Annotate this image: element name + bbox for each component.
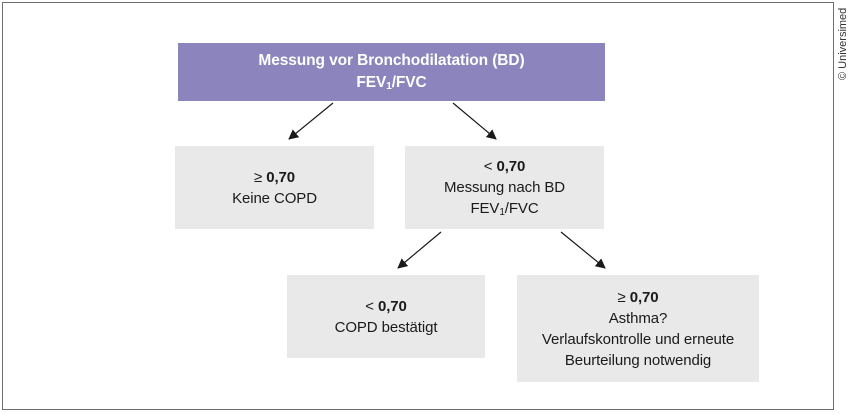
post-bd-title: Messung nach BD (443, 179, 566, 196)
asthma-threshold: ≥ 0,70 (617, 288, 659, 306)
no-copd-box: ≥ 0,70 Keine COPD (175, 146, 374, 229)
copd-confirmed-box: < 0,70 COPD bestätigt (287, 275, 485, 358)
copd-confirmed-label: COPD bestätigt (334, 318, 438, 336)
post-bd-ratio: FEV1/FVC (470, 200, 539, 218)
post-bd-threshold: < 0,70 (483, 158, 526, 175)
asthma-question: Asthma? (608, 309, 668, 327)
arrow-top-to-middle (452, 102, 497, 140)
pre-bd-ratio: FEV1/FVC (356, 74, 427, 92)
copyright-text: © Universimed (837, 7, 849, 80)
asthma-followup-line1: Verlaufskontrolle und erneute (541, 330, 735, 348)
asthma-followup-line2: Beurteilung notwendig (564, 351, 712, 369)
asthma-box: ≥ 0,70 Asthma? Verlaufskontrolle und ern… (517, 275, 759, 382)
arrow-middle-to-bottom-left (397, 231, 442, 269)
arrow-middle-to-bottom-right (560, 231, 606, 269)
arrow-top-to-left (288, 102, 334, 140)
no-copd-label: Keine COPD (232, 189, 317, 207)
post-bd-measurement-box: < 0,70 Messung nach BD FEV1/FVC (405, 146, 604, 229)
diagram-frame (2, 2, 834, 410)
copd-confirmed-threshold: < 0,70 (365, 297, 407, 315)
pre-bd-measurement-box: Messung vor Bronchodilatation (BD) FEV1/… (178, 43, 605, 101)
pre-bd-title: Messung vor Bronchodilatation (BD) (258, 52, 525, 69)
no-copd-threshold: ≥ 0,70 (253, 168, 295, 186)
